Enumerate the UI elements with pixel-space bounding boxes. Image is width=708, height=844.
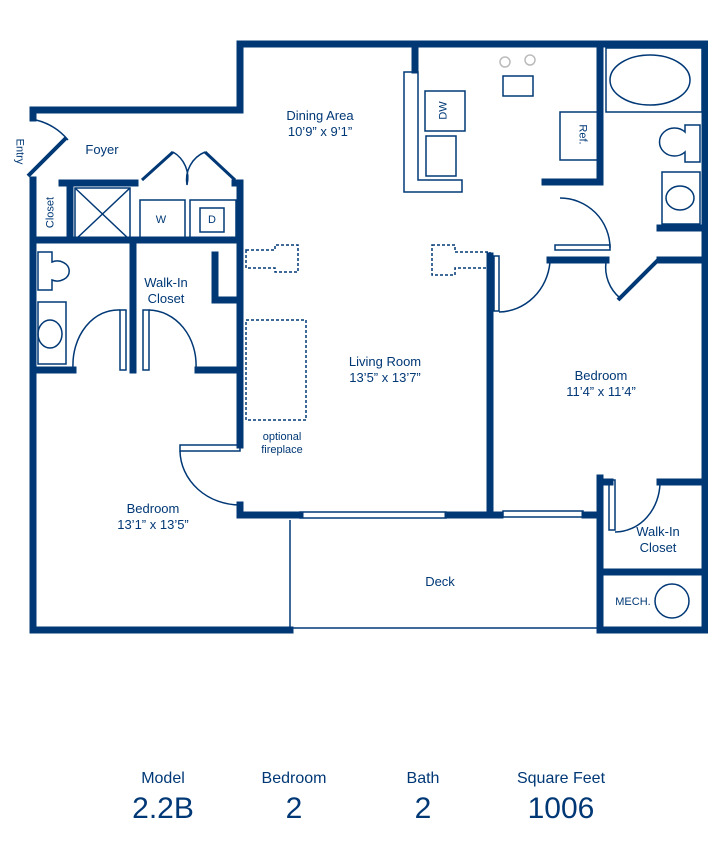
foyer-label: Foyer — [85, 142, 119, 157]
walls — [29, 40, 708, 634]
sliding-door-bedroom — [502, 510, 584, 518]
kitchen-counter — [403, 71, 463, 193]
dryer — [189, 199, 237, 243]
bathtub — [605, 47, 703, 113]
living-bottom-wall — [236, 501, 604, 519]
bath-closet-walls — [29, 179, 244, 374]
vanity-right — [661, 171, 701, 225]
mech-label: MECH. — [615, 596, 651, 608]
closet-door-right — [616, 258, 660, 302]
fixtures — [26, 47, 703, 630]
entry-label: Entry — [13, 138, 26, 165]
dryer-label: D — [208, 214, 216, 226]
washer — [139, 199, 186, 243]
refrigerator — [559, 111, 601, 161]
shower — [74, 187, 131, 241]
toilet-right — [658, 124, 701, 163]
laundry-walls — [58, 179, 244, 449]
bath-door — [493, 255, 500, 312]
entry-door — [26, 136, 68, 178]
dishwasher — [424, 90, 466, 132]
bedroom-door-left — [179, 444, 241, 452]
washer-label: W — [155, 214, 167, 226]
walkin-door-right — [608, 479, 616, 531]
closet-walls — [596, 474, 708, 634]
wall-sconces — [245, 244, 491, 276]
sink — [425, 135, 457, 177]
bedroom-door-right — [554, 244, 611, 251]
outer-wall-left — [29, 176, 294, 634]
refrigerator-label: Ref. — [576, 124, 589, 145]
closet-door-left — [119, 309, 127, 371]
dishwasher-label: DW — [437, 101, 450, 120]
entry-door-swing — [35, 119, 69, 141]
closet-label: Closet — [44, 196, 57, 229]
water-heater — [654, 583, 690, 619]
bath-kitchen-wall — [541, 40, 604, 186]
sliding-door — [299, 511, 447, 519]
deck-label: Deck — [425, 574, 455, 589]
outer-wall-top-right — [29, 40, 708, 634]
range — [502, 75, 534, 97]
deck-rail — [289, 520, 600, 630]
fireplace-outline — [245, 319, 307, 421]
toilet-left — [37, 251, 70, 291]
laundry-doors — [140, 150, 237, 182]
